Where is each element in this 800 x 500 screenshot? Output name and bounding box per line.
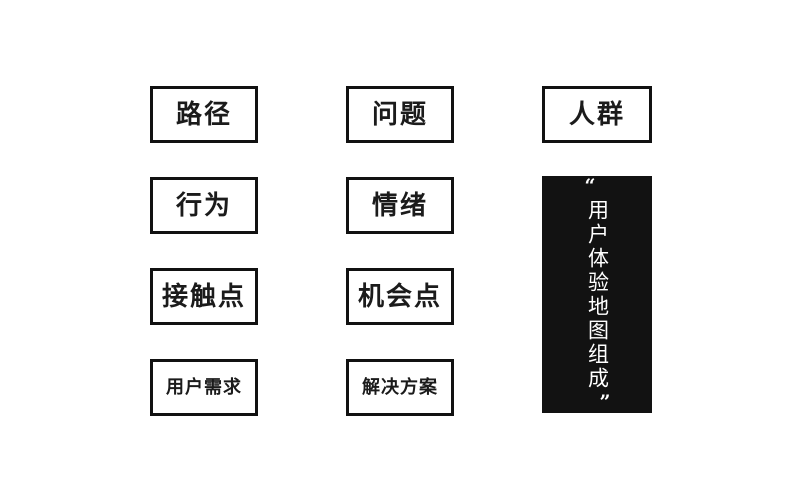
card-opportunity[interactable]: 机会点 <box>346 268 454 325</box>
open-quote-mark: “ <box>584 175 596 197</box>
quote-panel: “ 用户体验地图组成 ” <box>542 176 652 413</box>
card-emotion[interactable]: 情绪 <box>346 177 454 234</box>
card-user-needs[interactable]: 用户需求 <box>150 359 258 416</box>
card-path[interactable]: 路径 <box>150 86 258 143</box>
card-solution[interactable]: 解决方案 <box>346 359 454 416</box>
quote-panel-text: 用户体验地图组成 <box>585 199 610 391</box>
close-quote-mark: ” <box>599 391 611 413</box>
card-touchpoint[interactable]: 接触点 <box>150 268 258 325</box>
card-behavior[interactable]: 行为 <box>150 177 258 234</box>
card-audience[interactable]: 人群 <box>542 86 652 143</box>
card-problem[interactable]: 问题 <box>346 86 454 143</box>
